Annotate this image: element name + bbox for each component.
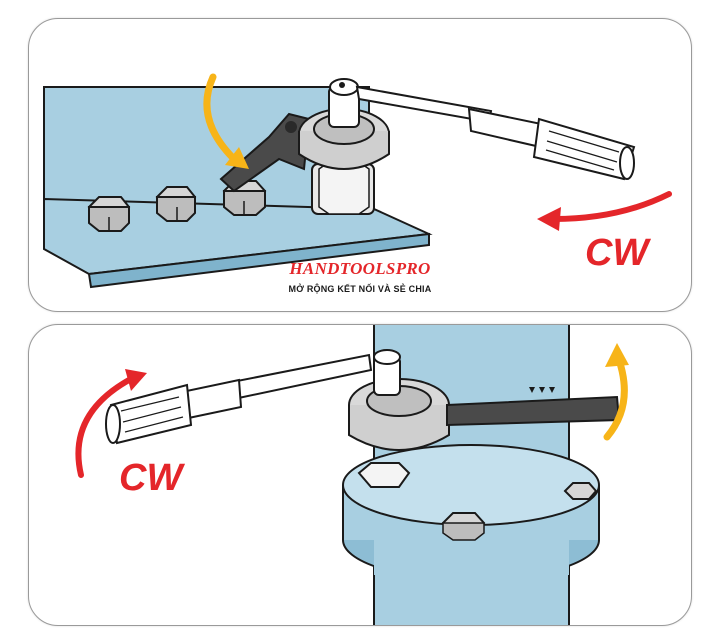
bottom-scene-svg (75, 325, 629, 625)
rotation-arrow-red (551, 191, 672, 222)
hex-nut-icon (155, 186, 197, 222)
alignment-marks (529, 387, 555, 393)
torque-multiplier-icon (348, 349, 450, 451)
torque-wrench-icon (355, 85, 636, 181)
top-illustration-panel: HANDTOOLSPRO MỞ RỘNG KẾT NỐI VÀ SẺ CHIA … (28, 18, 692, 312)
brand-tagline: MỞ RỘNG KẾT NỐI VÀ SẺ CHIA (288, 284, 432, 294)
hex-nut-icon (563, 482, 598, 500)
hex-nut-icon (441, 512, 486, 541)
reaction-arrow-yellow (603, 356, 628, 441)
torque-wrench-icon (105, 353, 373, 445)
rotation-label-bottom: CW (119, 457, 183, 499)
reaction-arrow-yellow (203, 73, 238, 163)
rotation-arrow-red (75, 377, 132, 478)
brand-name: HANDTOOLSPRO (289, 259, 431, 278)
hex-nut-icon (87, 196, 131, 232)
rotation-label-top: CW (585, 232, 649, 274)
torque-multiplier-icon (298, 78, 390, 215)
top-scene-svg (43, 73, 672, 289)
bottom-illustration-panel: CW (28, 324, 692, 626)
base-plate-edge (87, 232, 430, 289)
